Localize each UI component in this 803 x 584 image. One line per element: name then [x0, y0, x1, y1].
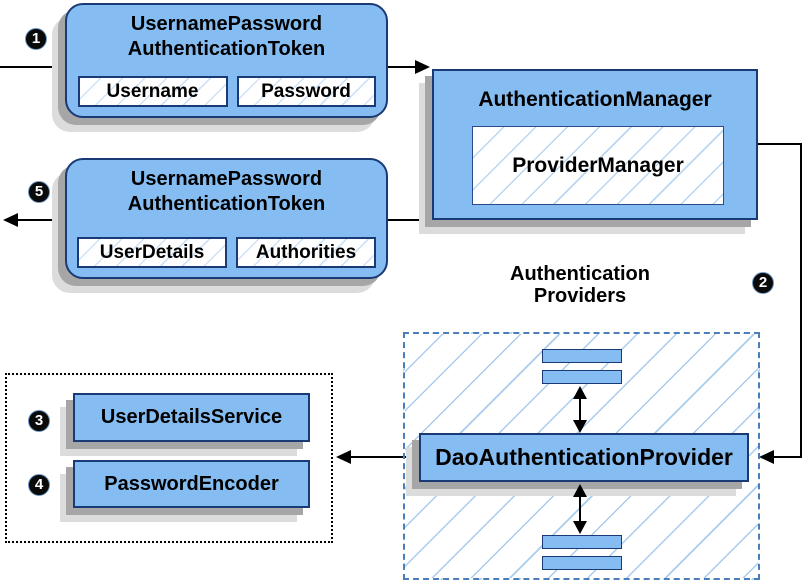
provider-manager-label: ProviderManager [512, 153, 684, 177]
response-token-box: UsernamePassword AuthenticationToken Use… [65, 158, 388, 279]
user-details-service-label: UserDetailsService [100, 406, 283, 428]
username-field-box: Username [77, 76, 228, 107]
dao-authentication-provider-box: DaoAuthenticationProvider [419, 433, 749, 482]
arrowhead-left-icon [336, 450, 351, 464]
authentication-manager-label: AuthenticationManager [478, 88, 712, 111]
dependencies-frame [5, 373, 333, 543]
response-token-fields: UserDetails Authorities [67, 237, 386, 268]
provider-placeholder-bar [542, 349, 622, 363]
request-token-box: UsernamePassword AuthenticationToken Use… [65, 3, 388, 118]
connector-route-top [758, 143, 802, 145]
connector-route-vertical [800, 143, 802, 458]
step-badge-1: 1 [25, 28, 47, 50]
provider-placeholder-bar [542, 535, 622, 549]
password-field-box: Password [236, 76, 376, 107]
response-token-title: UsernamePassword AuthenticationToken [128, 160, 325, 217]
dao-authentication-provider-label: DaoAuthenticationProvider [435, 444, 733, 470]
providers-group-label-line1: Authentication [510, 263, 650, 285]
authentication-manager-box: AuthenticationManager ProviderManager [432, 69, 758, 220]
request-token-title-line1: UsernamePassword [130, 13, 323, 35]
authorities-field-box: Authorities [236, 237, 376, 268]
response-token-title-line2: AuthenticationToken [127, 193, 326, 215]
provider-manager-box: ProviderManager [472, 126, 724, 205]
arrowhead-down-icon [573, 521, 587, 534]
providers-group-label-line2: Providers [533, 285, 627, 307]
step-badge-3: 3 [28, 410, 50, 432]
provider-placeholder-bar [542, 370, 622, 384]
connector-route-bottom [773, 456, 802, 458]
provider-placeholder-bar [542, 556, 622, 570]
arrowhead-left-icon [3, 213, 18, 227]
step-badge-2: 2 [752, 272, 774, 294]
connector-dao-bottom [579, 496, 581, 522]
connector-dao-to-deps [350, 456, 419, 458]
step-badge-4: 4 [28, 474, 50, 496]
request-token-title-line2: AuthenticationToken [127, 38, 326, 60]
password-encoder-label: PasswordEncoder [104, 472, 279, 495]
request-token-title: UsernamePassword AuthenticationToken [128, 5, 325, 62]
arrowhead-right-icon [415, 60, 430, 74]
arrowhead-up-icon [573, 386, 587, 399]
request-token-fields: Username Password [67, 76, 386, 107]
user-details-service-box: UserDetailsService [73, 393, 310, 442]
arrowhead-up-icon [573, 484, 587, 497]
password-encoder-box: PasswordEncoder [73, 460, 310, 508]
step-badge-5: 5 [28, 181, 50, 203]
arrowhead-left-icon [759, 450, 774, 464]
response-token-title-line1: UsernamePassword [130, 168, 323, 190]
providers-group-label: Authentication Providers [460, 263, 700, 307]
user-details-field-box: UserDetails [77, 237, 227, 268]
connector-dao-top [579, 398, 581, 424]
arrowhead-down-icon [573, 420, 587, 433]
